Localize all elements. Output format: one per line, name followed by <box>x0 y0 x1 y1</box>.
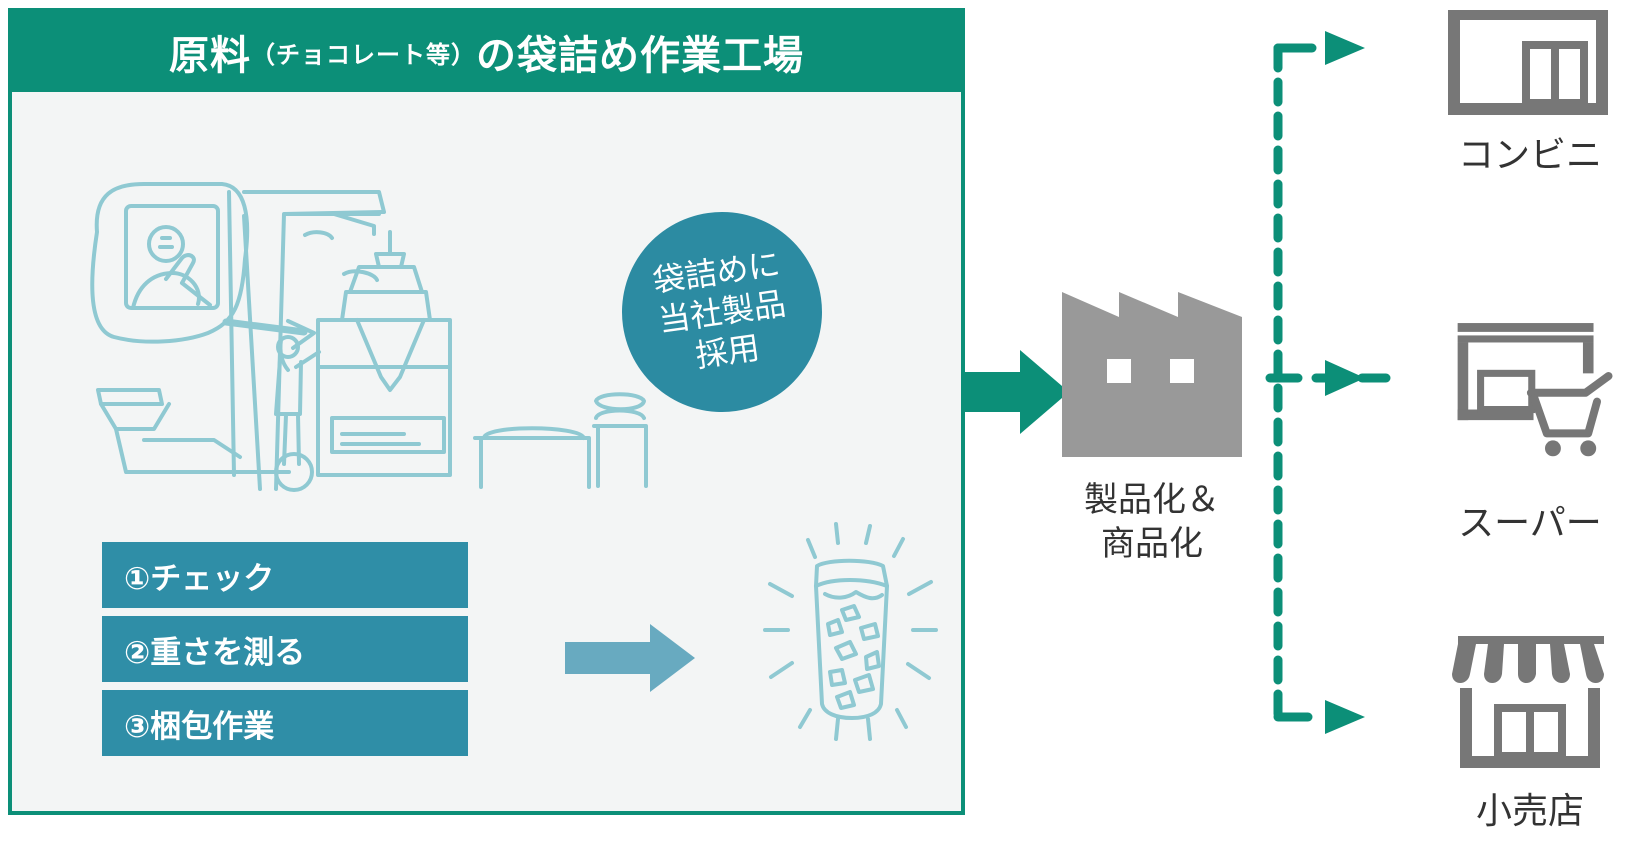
supermarket-icon <box>1457 323 1613 457</box>
production-factory-icon <box>1062 292 1242 457</box>
work-steps-list: ①チェック ②重さを測る ③梱包作業 <box>102 542 468 764</box>
convenience-store-label: コンビニ <box>1457 135 1602 176</box>
retail-store-label: 小売店 <box>1475 791 1584 832</box>
step-weigh: ②重さを測る <box>102 616 468 682</box>
retail-store-icon <box>1452 636 1604 768</box>
packaging-machine-illustration <box>90 182 648 492</box>
distribution-flow-lines <box>1265 31 1391 734</box>
snack-bag-icon <box>763 522 938 741</box>
step-check: ①チェック <box>102 542 468 608</box>
step-pack: ③梱包作業 <box>102 690 468 756</box>
step-label: ③梱包作業 <box>124 708 275 745</box>
title-main: 原料 <box>169 33 251 79</box>
production-label: 製品化＆ 商品化 <box>1084 480 1220 564</box>
supermarket-label: スーパー <box>1458 503 1602 544</box>
step-label: ②重さを測る <box>124 634 306 671</box>
factory-title: 原料 （チョコレート等） の袋詰め作業工場 <box>12 12 961 92</box>
step-label: ①チェック <box>124 560 275 597</box>
convenience-store-icon <box>1448 10 1608 115</box>
title-rest: の袋詰め作業工場 <box>476 33 804 79</box>
factory-panel: 原料 （チョコレート等） の袋詰め作業工場 <box>8 8 965 815</box>
title-small: （チョコレート等） <box>251 40 476 69</box>
right-arrow-icon <box>965 350 1069 434</box>
right-arrow-icon <box>565 624 695 692</box>
